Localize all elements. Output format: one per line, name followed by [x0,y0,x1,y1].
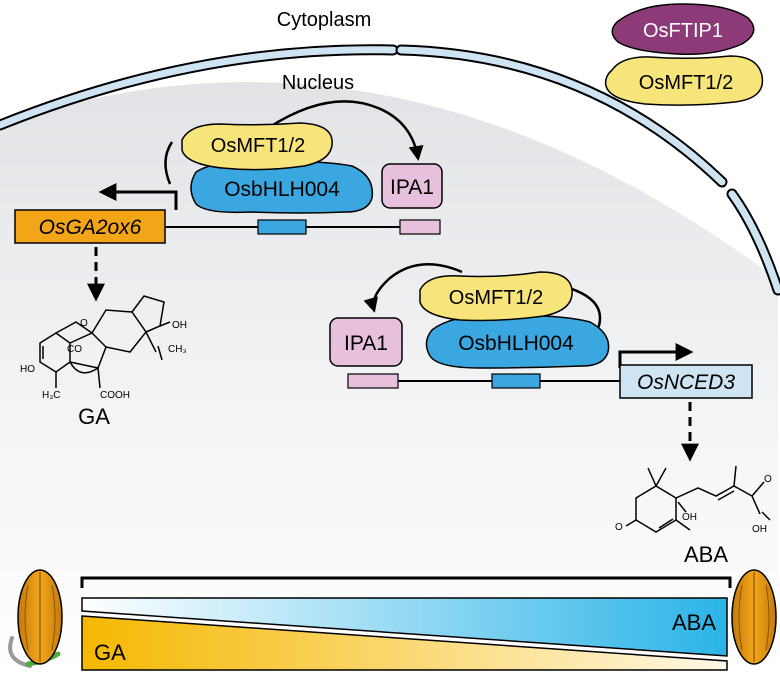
ga-ipa1-label: IPA1 [390,176,434,199]
gradient-bracket [80,576,732,588]
ga-osmft-label: OsMFT1/2 [211,135,305,157]
cytoplasm-osmft-protein [604,55,764,106]
cytoplasm-label: Cytoplasm [277,9,371,31]
aba-target-gene-box [619,364,753,399]
ga-product-label: GA [78,404,110,429]
aba-osmft-label: OsMFT1/2 [449,287,543,309]
ga-osmft-protein [181,122,333,171]
aba-gradient-label: ABA [672,610,716,635]
ga-mol-cooh: COOH [100,390,130,401]
aba-product-label: ABA [684,542,728,567]
ga-gradient-label: GA [94,640,126,665]
aba-target-gene-label: OsNCED3 [637,371,735,394]
ga-osbhlh004-label: OsbHLH004 [224,178,340,201]
aba-osmft-protein [419,271,573,322]
aba-ipa1-protein [329,317,403,367]
aba-ipa1-site [347,373,399,389]
ga-target-gene-label: OsGA2ox6 [39,216,142,239]
ga-gradient-bar [81,615,728,671]
germinating-seed-icon [8,569,63,668]
aba-osbhlh004-label: OsbHLH004 [458,332,574,355]
aba-mol-oh-acid: OH [752,524,767,535]
ga-mol-h3c: H₃C [42,390,61,401]
aba-mol-o-acid: O [764,474,772,485]
aba-dna-binding-site [491,373,541,389]
ga-ipa1-protein [381,163,443,209]
nuclear-envelope [0,44,780,296]
ga-mol-o: O [80,318,88,329]
ga-mol-co: CO [67,344,82,355]
aba-mol-o-ketone: O [615,522,623,533]
dormant-seed-icon [731,569,777,665]
nucleus-label: Nucleus [282,72,354,94]
osftip1-protein [611,3,755,56]
aba-module: OsbHLH004 OsMFT1/2 IPA1 OsNCED3 [329,263,753,462]
aba-gradient-bar [81,597,728,657]
ga-molecule [39,295,171,389]
ga-ipa1-site [399,219,441,235]
ga-mol-ho: HO [20,364,35,375]
ga-dna-binding-site [257,219,307,235]
cytoplasm-complex: OsFTIP1 OsMFT1/2 [604,3,764,106]
ga-mol-ch3: CH₃ [168,344,187,355]
ga-target-gene-box [14,209,166,244]
aba-mol-oh-ring: OH [682,512,697,523]
ga-module: OsbHLH004 OsMFT1/2 IPA1 OsGA2ox6 [14,100,443,302]
ga-mol-oh: OH [172,320,187,331]
cytoplasm-osmft-label: OsMFT1/2 [639,72,733,94]
aba-ipa1-label: IPA1 [344,332,388,355]
aba-molecule [625,465,771,533]
osftip1-label: OsFTIP1 [643,20,723,42]
